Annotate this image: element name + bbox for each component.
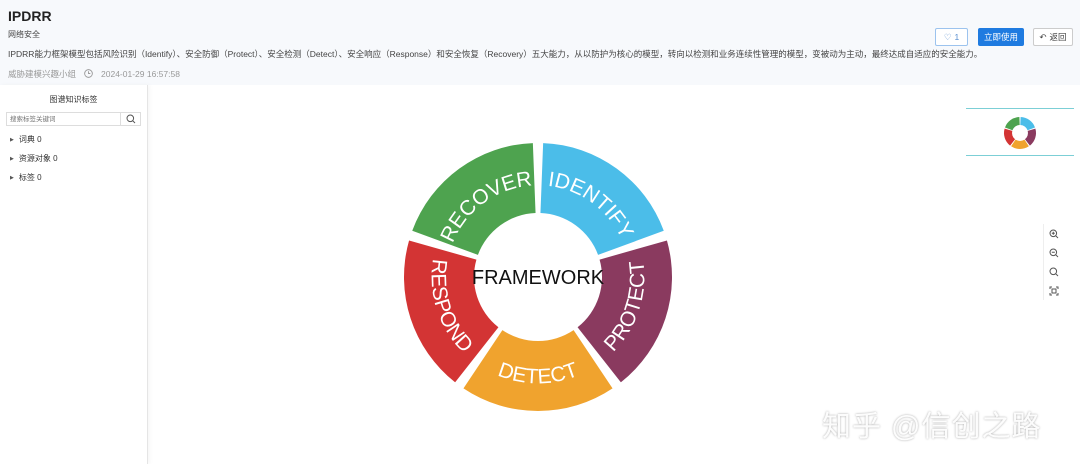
caret-right-icon: ▶ [10, 174, 14, 181]
segment-detect[interactable] [1011, 139, 1029, 149]
category-label: 网络安全 [8, 30, 40, 39]
caret-right-icon: ▶ [10, 136, 14, 143]
tree-item-label: 标签 0 [18, 173, 42, 182]
center-label: FRAMEWORK [472, 267, 605, 289]
sidebar: 图谱知识标签 ▶ 词典 0 ▶ 资源对象 0 ▶ 标签 0 [0, 85, 148, 464]
segment-protect[interactable] [577, 240, 672, 383]
meta-row: 威胁建模兴趣小组 2024-01-29 16:57:58 [8, 68, 1072, 80]
description: IPDRR能力框架模型包括风险识别（Identify）、安全防御（Protect… [8, 49, 983, 59]
tree-item-resources[interactable]: ▶ 资源对象 0 [10, 153, 147, 164]
fit-screen-icon[interactable] [1049, 286, 1059, 296]
like-count: 1 [954, 32, 960, 42]
zoom-out-icon[interactable] [1049, 248, 1059, 258]
minimap-diagram [1004, 117, 1036, 149]
segment-recover[interactable] [412, 143, 536, 255]
timestamp: 2024-01-29 16:57:58 [101, 69, 180, 79]
segment-recover[interactable] [1004, 117, 1020, 131]
search-icon [126, 114, 135, 124]
minimap[interactable] [966, 108, 1074, 156]
segment-identify[interactable] [540, 143, 664, 255]
tree-item-label: 资源对象 0 [18, 154, 58, 163]
tree-item-tags[interactable]: ▶ 标签 0 [10, 172, 147, 183]
segment-respond[interactable] [404, 240, 499, 383]
back-label: 返回 [1049, 32, 1067, 42]
author: 威胁建模兴趣小组 [8, 69, 77, 79]
zoom-toolbar [1043, 224, 1063, 300]
watermark: 知乎 @信创之路 [822, 411, 1042, 443]
segment-detect[interactable] [463, 330, 613, 412]
segment-respond[interactable] [1004, 128, 1016, 146]
like-button[interactable]: ♡ 1 [935, 28, 968, 46]
segment-protect[interactable] [1024, 128, 1036, 146]
search-input[interactable] [7, 113, 120, 125]
tree-item-dictionary[interactable]: ▶ 词典 0 [10, 134, 147, 145]
use-button[interactable]: 立即使用 [978, 28, 1024, 46]
page-header: IPDRR 网络安全 IPDRR能力框架模型包括风险识别（Identify）、安… [0, 0, 1080, 85]
undo-icon: ↶ [1039, 31, 1047, 42]
heart-icon: ♡ [943, 31, 952, 42]
tree-item-label: 词典 0 [18, 135, 42, 144]
back-button[interactable]: ↶ 返回 [1033, 28, 1073, 46]
sidebar-title: 图谱知识标签 [49, 95, 98, 104]
search-box [6, 112, 141, 126]
zoom-in-icon[interactable] [1049, 229, 1059, 239]
caret-right-icon: ▶ [10, 155, 14, 162]
zoom-reset-icon[interactable] [1049, 267, 1059, 277]
clock-icon [84, 68, 93, 80]
page-title: IPDRR [8, 8, 52, 24]
segment-identify[interactable] [1020, 117, 1036, 131]
search-button[interactable] [120, 113, 140, 125]
